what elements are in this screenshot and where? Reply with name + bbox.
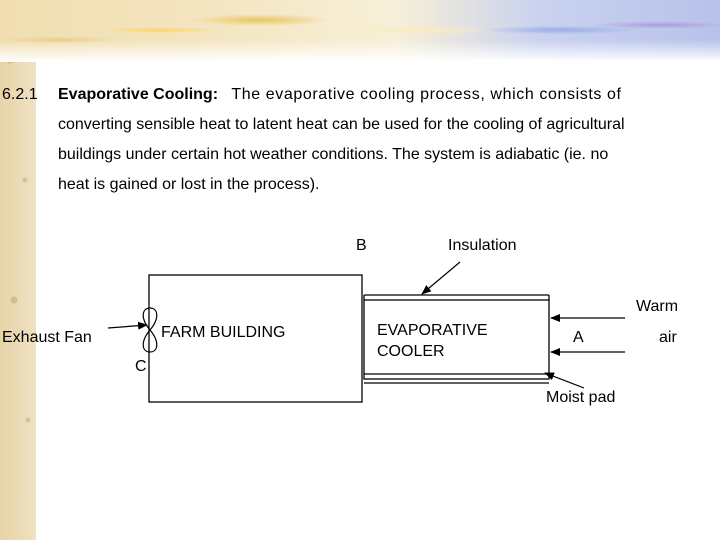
moist-pad-arrow xyxy=(544,372,585,389)
parchment-side-strip xyxy=(0,0,36,540)
label-air: air xyxy=(659,329,677,346)
paragraph-line-4: heat is gained or lost in the process). xyxy=(58,176,320,193)
label-cooler-line-1: EVAPORATIVE xyxy=(377,322,488,339)
section-number: 6.2.1 xyxy=(2,86,38,103)
label-c: C xyxy=(135,358,147,375)
paragraph-line-1-text: The evaporative cooling process, which c… xyxy=(231,86,622,103)
label-exhaust-fan: Exhaust Fan xyxy=(2,329,92,346)
paragraph-line-3: buildings under certain hot weather cond… xyxy=(58,146,609,163)
section-heading: Evaporative Cooling: xyxy=(58,86,219,103)
exhaust-fan-icon xyxy=(142,307,158,353)
insulation-arrow xyxy=(421,261,461,295)
banner-fade xyxy=(0,40,720,62)
label-a: A xyxy=(573,329,584,346)
label-cooler-line-2: COOLER xyxy=(377,343,445,360)
label-insulation: Insulation xyxy=(448,237,517,254)
label-moist-pad: Moist pad xyxy=(546,389,616,406)
paragraph-line-2: converting sensible heat to latent heat … xyxy=(58,116,625,133)
label-b: B xyxy=(356,237,367,254)
farm-building-box xyxy=(148,274,363,403)
evaporative-cooler-box xyxy=(363,299,550,380)
paragraph-line-1: Evaporative Cooling: The evaporative coo… xyxy=(58,80,622,110)
label-farm-building: FARM BUILDING xyxy=(161,324,286,341)
exhaust-fan-arrow xyxy=(107,321,148,330)
label-warm: Warm xyxy=(636,298,679,315)
